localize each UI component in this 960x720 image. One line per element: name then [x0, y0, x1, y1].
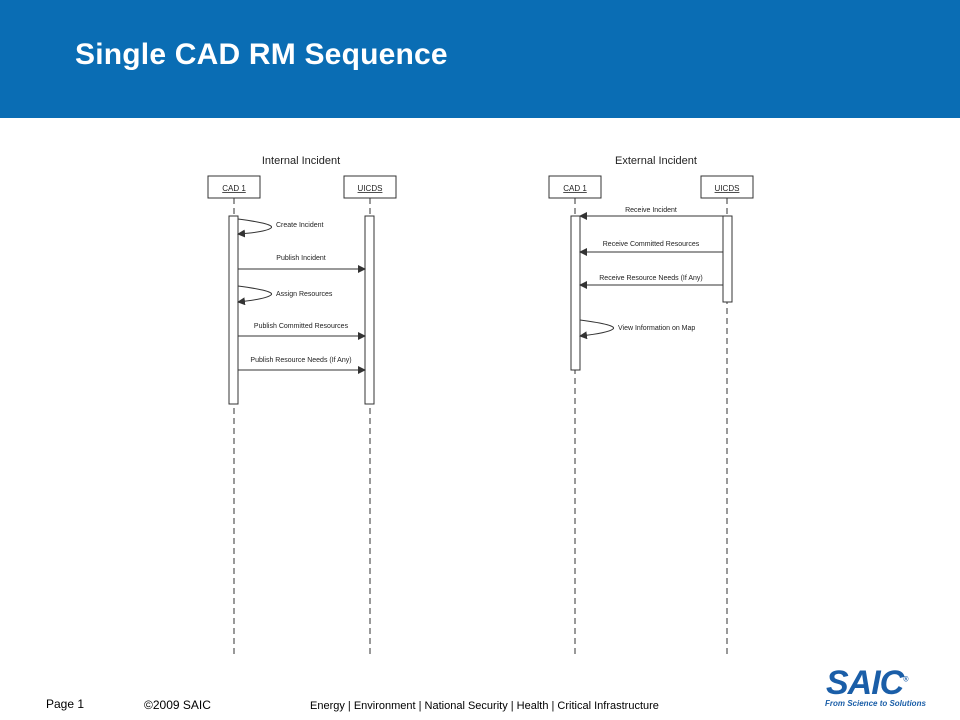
message-label-create-incident: Create Incident: [276, 222, 324, 229]
external-incident-diagram: External Incident CAD 1 UICDS Receive In…: [548, 155, 754, 656]
activation-bar-uicds-internal: [364, 215, 375, 405]
external-incident-heading: External Incident: [615, 155, 697, 167]
actor-label-cad1-external: CAD 1: [563, 184, 587, 193]
internal-incident-heading: Internal Incident: [262, 155, 340, 167]
message-arrow-assign-resources: [237, 285, 273, 306]
message-label-view-information-on-map: View Information on Map: [618, 325, 695, 332]
activation-bar-cad1-internal: [228, 215, 239, 405]
message-label-receive-committed-resources: Receive Committed Resources: [603, 241, 700, 248]
saic-logo-registered: ®: [903, 676, 908, 684]
internal-incident-diagram: Internal Incident CAD 1 UICDS Create Inc…: [207, 155, 397, 656]
copyright: ©2009 SAIC: [144, 698, 211, 712]
sequence-diagram: Internal Incident CAD 1 UICDS Create Inc…: [207, 155, 754, 656]
saic-logo-slogan: From Science to Solutions: [825, 699, 926, 708]
message-label-receive-resource-needs: Receive Resource Needs (If Any): [599, 275, 703, 282]
message-label-publish-resource-needs: Publish Resource Needs (If Any): [250, 357, 351, 364]
message-label-publish-incident: Publish Incident: [276, 255, 325, 262]
actor-label-uicds-internal: UICDS: [358, 184, 383, 193]
saic-logo-word: SAIC: [826, 664, 904, 702]
message-arrow-create-incident: [237, 218, 273, 238]
header-band: Single CAD RM Sequence: [0, 0, 960, 118]
actor-label-uicds-external: UICDS: [715, 184, 740, 193]
saic-logo-text: SAIC®: [826, 664, 908, 703]
page-title: Single CAD RM Sequence: [75, 38, 448, 71]
footer-tagline: Energy | Environment | National Security…: [310, 700, 659, 712]
page-number: Page 1: [46, 697, 85, 711]
activation-bar-cad1-external: [570, 215, 581, 371]
activation-bar-uicds-external: [722, 215, 733, 303]
message-arrow-view-information-on-map: [579, 319, 615, 340]
actor-label-cad1-internal: CAD 1: [222, 184, 246, 193]
message-label-assign-resources: Assign Resources: [276, 291, 333, 298]
message-label-publish-committed-resources: Publish Committed Resources: [254, 323, 349, 330]
message-label-receive-incident: Receive Incident: [625, 207, 677, 214]
